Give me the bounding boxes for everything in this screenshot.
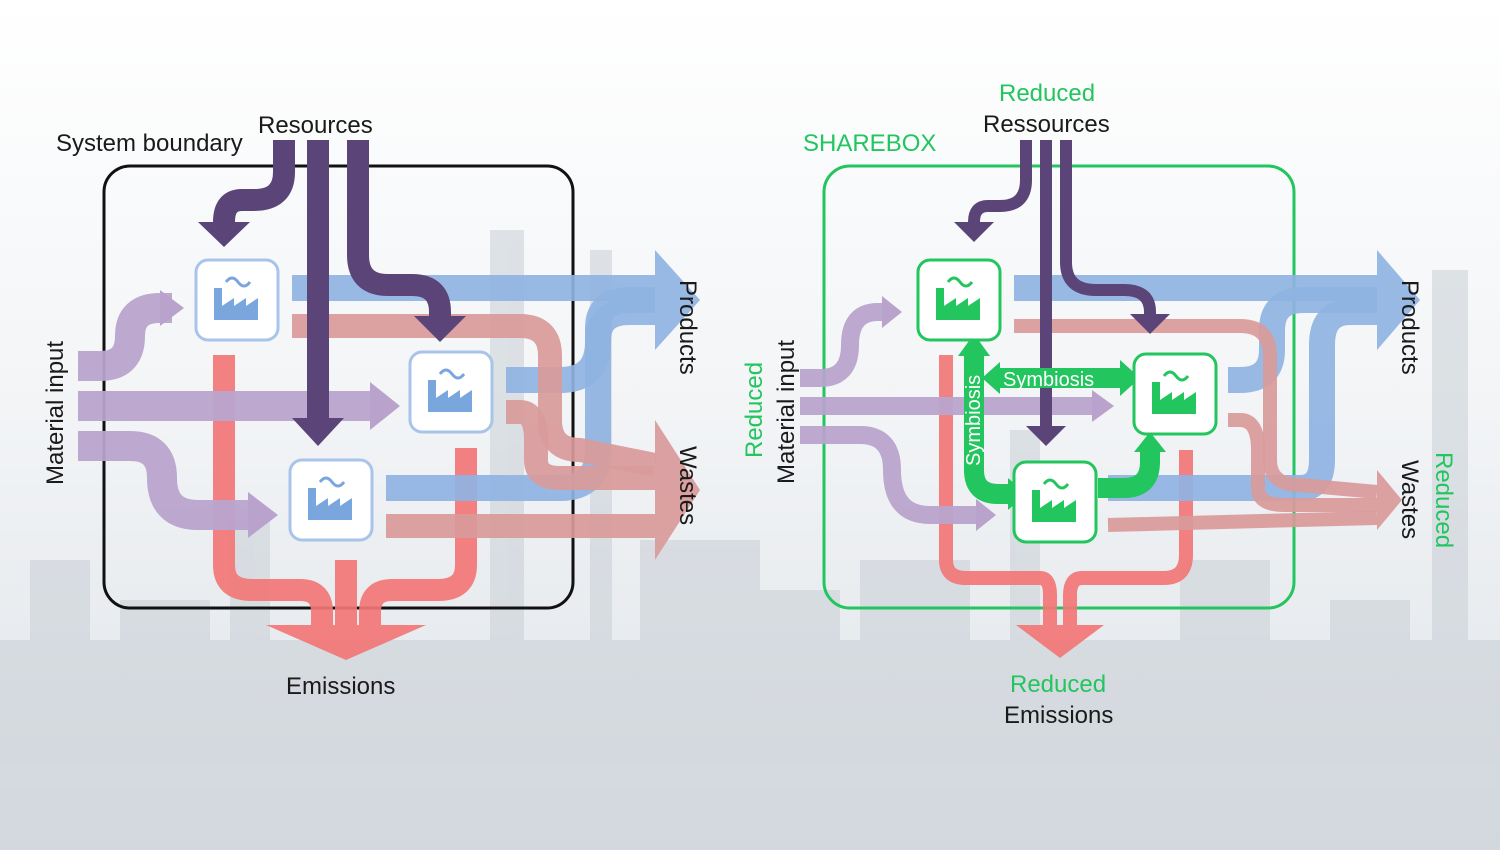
left-waste-arrowhead	[655, 420, 700, 560]
left-wastes-label: Wastes	[674, 446, 701, 525]
left-material-arrowheads	[160, 290, 400, 538]
right-waste-flows	[1014, 319, 1378, 532]
left-material-input-label: Material input	[42, 341, 69, 485]
left-emission-flows	[213, 355, 477, 625]
factory-icon	[308, 476, 352, 520]
factory-icon	[214, 276, 258, 320]
right-emissions-label: Emissions	[1004, 702, 1113, 729]
left-factory-3	[288, 458, 374, 542]
right-emissions-reduced-label: Reduced	[1010, 671, 1106, 698]
right-factory-1	[916, 258, 1002, 342]
right-product-arrowhead	[1377, 250, 1420, 350]
left-emission-arrowhead	[266, 625, 426, 660]
factory-icon	[936, 276, 980, 320]
right-emission-flows	[939, 355, 1193, 625]
right-waste-arrowhead	[1377, 470, 1402, 530]
left-resource-arrowheads	[198, 222, 466, 446]
left-diagram: System boundary Resources Material input…	[42, 112, 701, 700]
right-factory-3	[1012, 460, 1098, 544]
left-system-boundary-label: System boundary	[56, 130, 243, 157]
right-resources-reduced-label: Reduced	[999, 80, 1095, 107]
left-resources-label: Resources	[258, 112, 373, 139]
symbiosis-flows	[964, 352, 1160, 504]
symbiosis-vertical-label: Symbiosis	[963, 375, 985, 466]
right-material-reduced-label: Reduced	[741, 362, 768, 458]
left-factory-2	[408, 350, 494, 434]
left-products-label: Products	[674, 280, 701, 375]
right-emission-arrowhead	[1016, 625, 1104, 658]
right-products-label: Products	[1396, 280, 1423, 375]
left-waste-flows	[292, 314, 658, 538]
factory-icon	[1032, 478, 1076, 522]
left-emissions-label: Emissions	[286, 673, 395, 700]
right-material-input-label: Material input	[773, 340, 800, 484]
left-product-arrowhead	[655, 250, 700, 350]
right-resources-label: Ressources	[983, 111, 1110, 138]
symbiosis-horizontal-label: Symbiosis	[1003, 369, 1094, 391]
left-factory-1	[194, 258, 280, 342]
sharebox-boundary-box	[822, 164, 1296, 610]
right-wastes-label: Wastes	[1396, 460, 1423, 539]
right-material-arrowheads	[882, 296, 1114, 531]
refinery-background	[0, 230, 1500, 850]
right-diagram: SHAREBOX Reduced Ressources Reduced Mate…	[741, 80, 1457, 729]
right-factory-2	[1132, 352, 1218, 436]
factory-icon	[428, 368, 472, 412]
left-resource-flows	[213, 140, 451, 420]
sharebox-label: SHAREBOX	[803, 130, 936, 157]
right-wastes-reduced-label: Reduced	[1430, 452, 1457, 548]
right-resource-arrowheads	[954, 222, 1170, 446]
factory-icon	[1152, 370, 1196, 414]
